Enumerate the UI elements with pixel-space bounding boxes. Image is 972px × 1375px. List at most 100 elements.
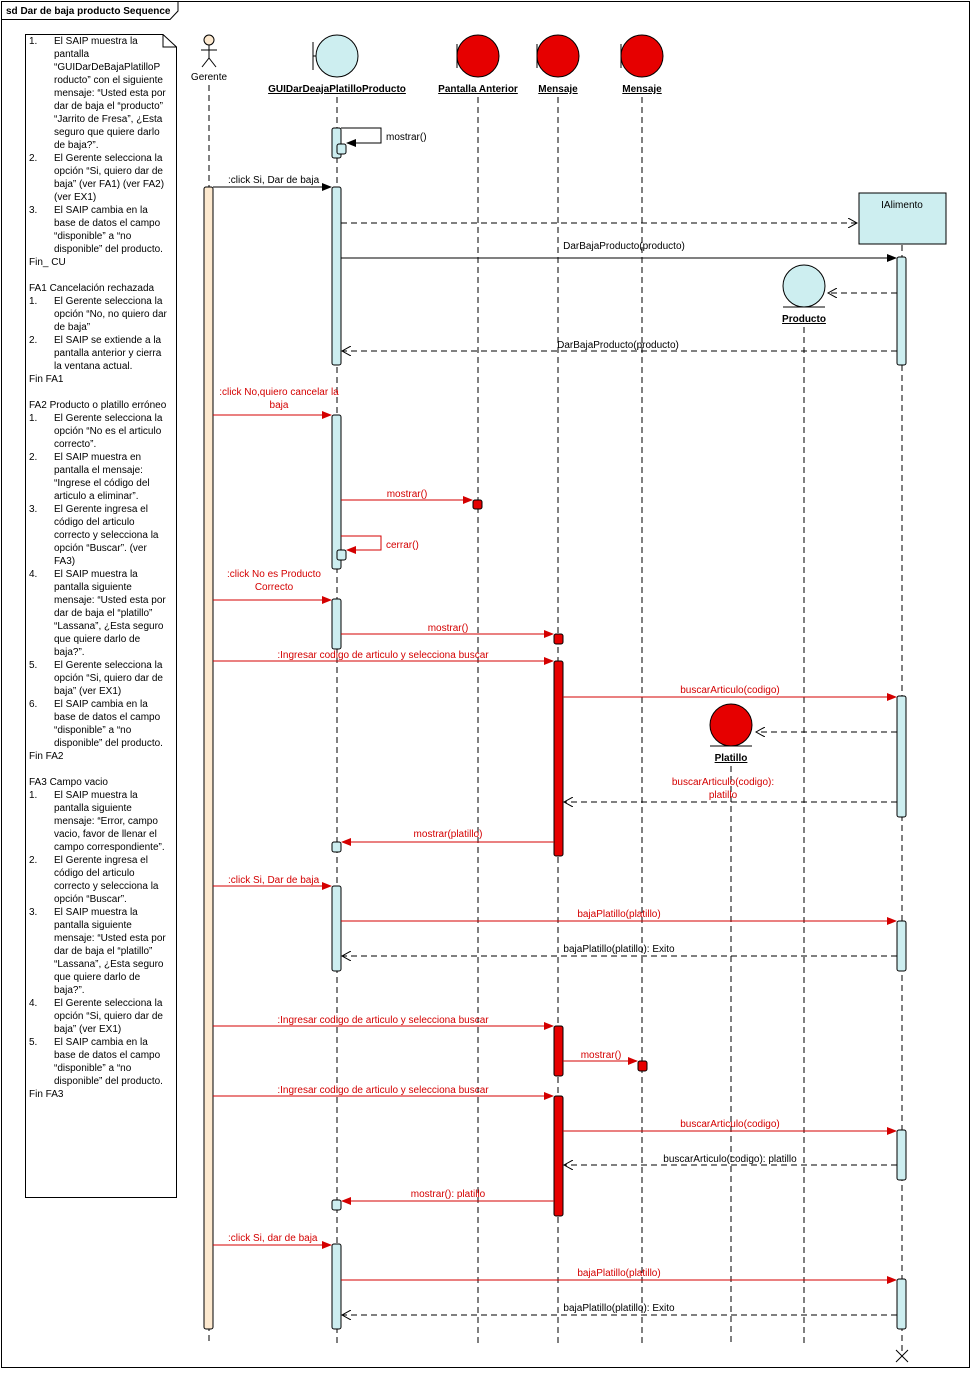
note-item-text: El SAIP muestra la pantalla siguiente me… bbox=[54, 907, 166, 996]
boundary-gui bbox=[312, 34, 359, 78]
use-case-note: 1.El SAIP muestra la pantalla “GUIDarDeB… bbox=[25, 35, 168, 1195]
mensaje2-shape bbox=[620, 34, 664, 78]
message-label: :click No,quiero cancelar la baja bbox=[219, 387, 339, 411]
activation-ialimento bbox=[896, 695, 907, 818]
activation-ialimento bbox=[896, 1278, 907, 1330]
message-label: :click Si, dar de baja bbox=[228, 1233, 318, 1244]
note-item: 4. El SAIP muestra la pantalla siguiente … bbox=[25, 568, 168, 659]
activation-mensaje1 bbox=[553, 660, 564, 857]
activation-gui bbox=[331, 186, 342, 366]
note-header: FA1 Cancelación rechazada bbox=[29, 283, 155, 294]
note-header: FA2 Producto o platillo erróneo bbox=[29, 400, 167, 411]
ialimento-box bbox=[858, 192, 947, 245]
frame-title: sd Dar de baja producto Sequence bbox=[6, 6, 171, 17]
activation-mensaje1 bbox=[553, 633, 564, 645]
activation-pantalla bbox=[472, 499, 483, 510]
note-item-text: El SAIP cambia en la base de datos el ca… bbox=[54, 1037, 163, 1087]
lifeline-ialimento-label: IAlimento bbox=[881, 200, 923, 211]
note-box bbox=[25, 34, 177, 1198]
note-header: FA3 Campo vacio bbox=[29, 777, 108, 788]
note-item-text: El Gerente ingresa el código del articul… bbox=[54, 855, 159, 905]
note-item-text: El SAIP muestra en pantalla el mensaje: … bbox=[54, 452, 150, 502]
message-label: bajaPlatillo(platillo): Exito bbox=[563, 944, 675, 955]
note-item: 2.El SAIP muestra en pantalla el mensaje… bbox=[25, 451, 168, 503]
note-item-number: 4. bbox=[29, 998, 38, 1009]
note-item-text: El Gerente selecciona la opción “No, no … bbox=[54, 296, 167, 333]
note-section-fa3: FA3 Campo vacio 1. El SAIP muestra la pan… bbox=[25, 776, 168, 1101]
message-arrow bbox=[341, 535, 382, 554]
activation-gui bbox=[336, 549, 347, 561]
note-item-number: 1. bbox=[29, 296, 38, 307]
message-label: mostrar() bbox=[386, 132, 427, 143]
note-item: 6. El SAIP cambia en la base de datos el … bbox=[25, 698, 168, 750]
note-item-number: 4. bbox=[29, 569, 38, 580]
message-label: DarBajaProducto(producto) bbox=[563, 241, 685, 252]
note-item-number: 5. bbox=[29, 660, 38, 671]
message-label-box: :click No es Producto Correcto bbox=[227, 569, 321, 593]
frame-tab bbox=[1, 1, 179, 20]
note-item: 3. El SAIP muestra la pantalla siguiente … bbox=[25, 906, 168, 997]
message-label: buscarArticulo(codigo): platillo bbox=[663, 1154, 797, 1165]
note-item: 1. El Gerente selecciona la opción “No es… bbox=[25, 412, 168, 451]
note-item-number: 1. bbox=[29, 790, 38, 801]
note-item-text: El Gerente selecciona la opción “Si, qui… bbox=[54, 660, 163, 697]
note-item-number: 3. bbox=[29, 907, 38, 918]
activation-ialimento bbox=[896, 920, 907, 972]
message-label: buscarArticulo(codigo): platillo bbox=[671, 777, 775, 801]
note-item-text: El SAIP muestra la pantalla siguiente me… bbox=[54, 569, 166, 658]
note-item: 1. El SAIP muestra la pantalla siguiente … bbox=[25, 789, 168, 854]
note-item: 5. El SAIP cambia en la base de datos el … bbox=[25, 1036, 168, 1088]
note-footer: Fin_ CU bbox=[29, 257, 66, 268]
note-item-text: El SAIP muestra la pantalla siguiente me… bbox=[54, 790, 165, 853]
activation-gui bbox=[331, 1199, 342, 1211]
message-label: mostrar() bbox=[581, 1050, 622, 1061]
activation-gui bbox=[336, 143, 347, 155]
note-item-number: 3. bbox=[29, 205, 38, 216]
message-label: :Ingresar codigo de articulo y seleccion… bbox=[277, 650, 489, 661]
message-label: DarBajaProducto(producto) bbox=[557, 340, 679, 351]
activations bbox=[203, 127, 907, 1330]
note-item-number: 2. bbox=[29, 335, 38, 346]
message-label: bajaPlatillo(platillo) bbox=[577, 1268, 660, 1279]
note-item-text: El Gerente ingresa el código del articul… bbox=[54, 504, 159, 567]
note-item-number: 1. bbox=[29, 413, 38, 424]
actor-gerente bbox=[201, 34, 217, 68]
pantalla-anterior-shape bbox=[456, 34, 500, 78]
lifeline-producto-label: Producto bbox=[782, 314, 826, 325]
lifeline-mensaje2-label: Mensaje bbox=[622, 84, 662, 95]
lifeline-gui-label: GUIDarDeajaPlatilloProducto bbox=[268, 84, 406, 95]
note-footer: Fin FA2 bbox=[29, 751, 64, 762]
note-item: 1. El Gerente selecciona la opción “No, n… bbox=[25, 295, 168, 334]
activation-gui bbox=[331, 841, 342, 853]
note-item-text: El Gerente selecciona la opción “Si, qui… bbox=[54, 153, 165, 203]
note-item-number: 5. bbox=[29, 1037, 38, 1048]
activation-mensaje1 bbox=[553, 1025, 564, 1077]
note-item-text: El SAIP cambia en la base de datos el ca… bbox=[54, 699, 163, 749]
activation-mensaje2 bbox=[637, 1060, 648, 1072]
note-item-text: El SAIP cambia en la base de datos el ca… bbox=[54, 205, 163, 255]
message-label: :Ingresar codigo de articulo y seleccion… bbox=[277, 1085, 489, 1096]
message-label: bajaPlatillo(platillo): Exito bbox=[563, 1303, 675, 1314]
activation-gui bbox=[331, 885, 342, 972]
note-item: 2.El Gerente selecciona la opción “Si, q… bbox=[25, 152, 168, 204]
note-item: 4.El Gerente selecciona la opción “Si, q… bbox=[25, 997, 168, 1036]
note-section-fa2: FA2 Producto o platillo erróneo 1. El Ger… bbox=[25, 399, 168, 763]
note-section-main: 1.El SAIP muestra la pantalla “GUIDarDeB… bbox=[25, 35, 168, 269]
message-label-box: buscarArticulo(codigo): platillo bbox=[671, 777, 775, 801]
message-label: mostrar() bbox=[428, 623, 469, 634]
note-item: 2.El Gerente ingresa el código del artic… bbox=[25, 854, 168, 906]
note-item-text: El Gerente selecciona la opción “No es e… bbox=[54, 413, 163, 450]
note-item-number: 6. bbox=[29, 699, 38, 710]
note-item: 5. El Gerente selecciona la opción “Si, q… bbox=[25, 659, 168, 698]
platillo-entity bbox=[709, 703, 753, 747]
message-label: bajaPlatillo(platillo) bbox=[577, 909, 660, 920]
note-item: 3.El Gerente ingresa el código del artic… bbox=[25, 503, 168, 568]
activation-mensaje1 bbox=[553, 1095, 564, 1217]
mensaje1-shape bbox=[536, 34, 580, 78]
message-label: buscarArticulo(codigo) bbox=[680, 1119, 780, 1130]
lifeline-gerente-label: Gerente bbox=[191, 72, 228, 83]
lifeline-platillo-label: Platillo bbox=[715, 753, 748, 764]
